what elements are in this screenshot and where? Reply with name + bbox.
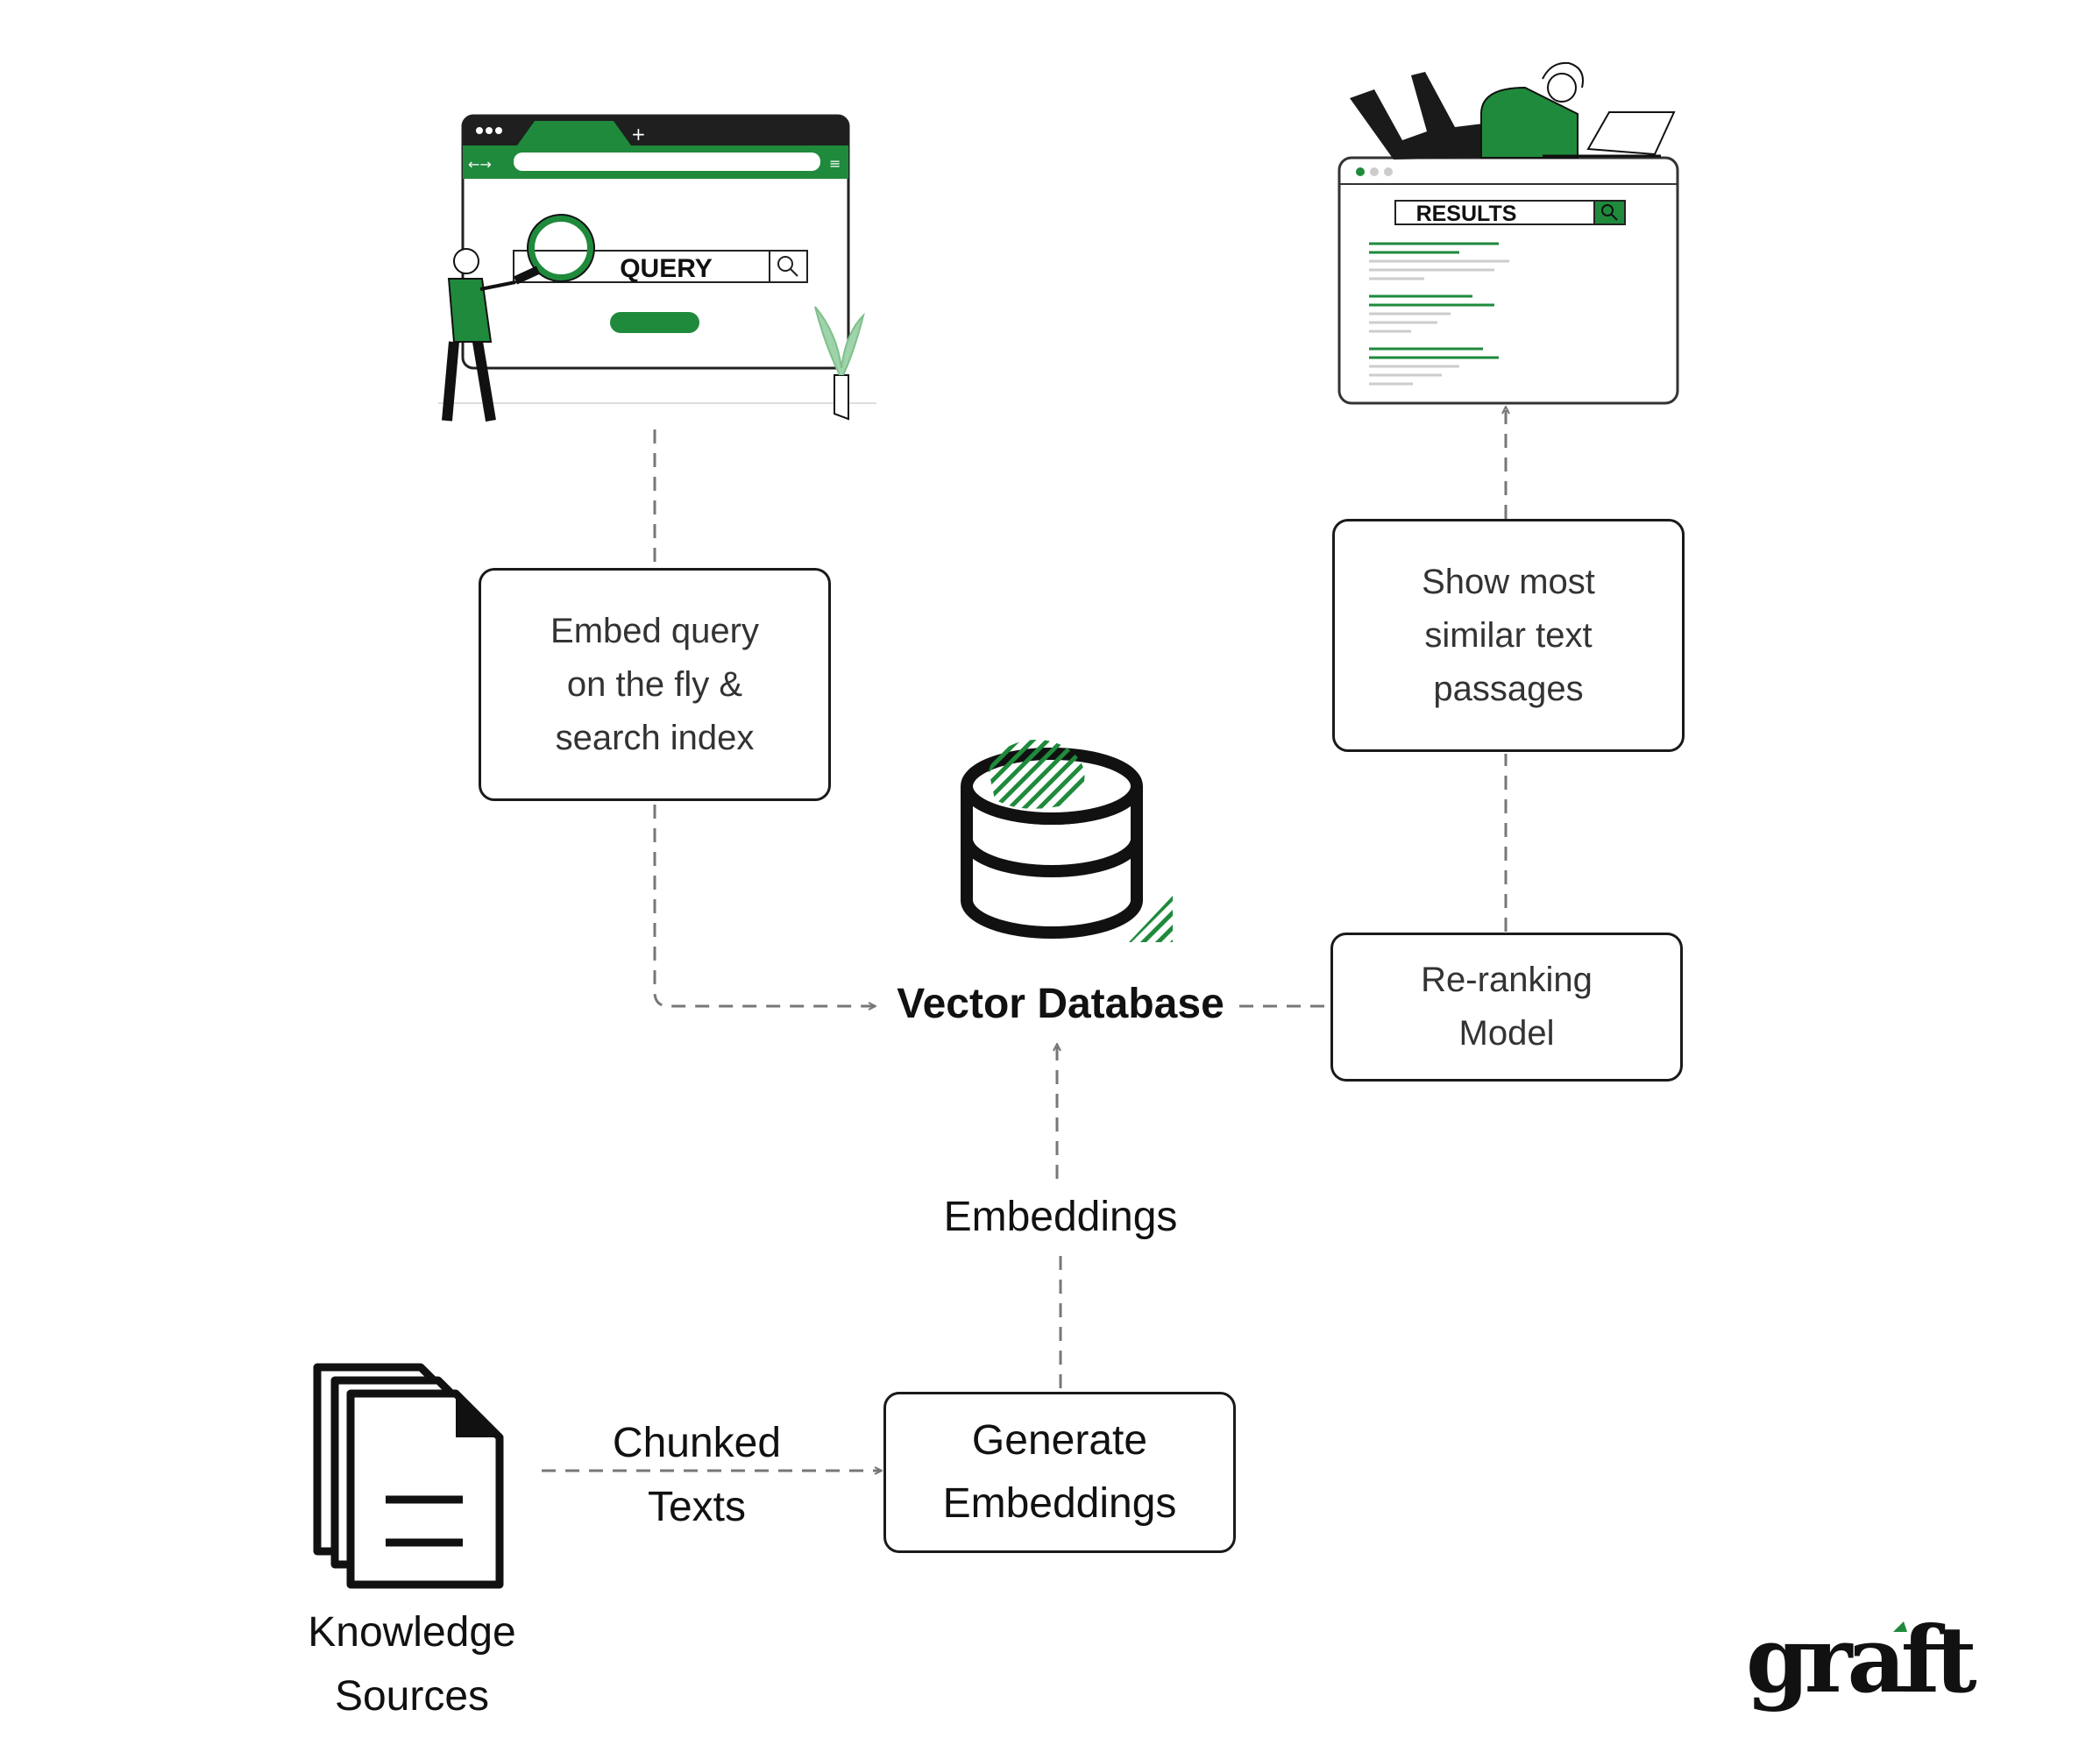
embed-query-text: Embed query on the fly & search index [550,611,759,757]
svg-text:≡: ≡ [829,155,841,172]
graft-logo: graft [1746,1606,1977,1713]
rerank-model-text: Re-ranking Model [1421,961,1593,1053]
generate-embeddings-box: Generate Embeddings [883,1392,1236,1553]
svg-text:←→: ←→ [468,156,492,173]
vector-database-label: Vector Database [897,981,1224,1027]
show-results-text: Show most similar text passages [1422,562,1595,708]
embeddings-label: Embeddings [943,1194,1178,1240]
results-bar-text: RESULTS [1416,202,1517,226]
show-results-box: Show most similar text passages [1332,519,1685,752]
svg-text:+: + [631,124,646,145]
embed-query-box: Embed query on the fly & search index [479,568,831,801]
knowledge-sources-label: Knowledge Sources [308,1609,516,1720]
connector-embed-to-db [653,805,875,1006]
query-bar-text: QUERY [620,254,713,283]
rerank-model-box: Re-ranking Model [1330,933,1683,1082]
generate-embeddings-text: Generate Embeddings [942,1417,1177,1527]
chunked-texts-label: Chunked Texts [612,1420,782,1530]
